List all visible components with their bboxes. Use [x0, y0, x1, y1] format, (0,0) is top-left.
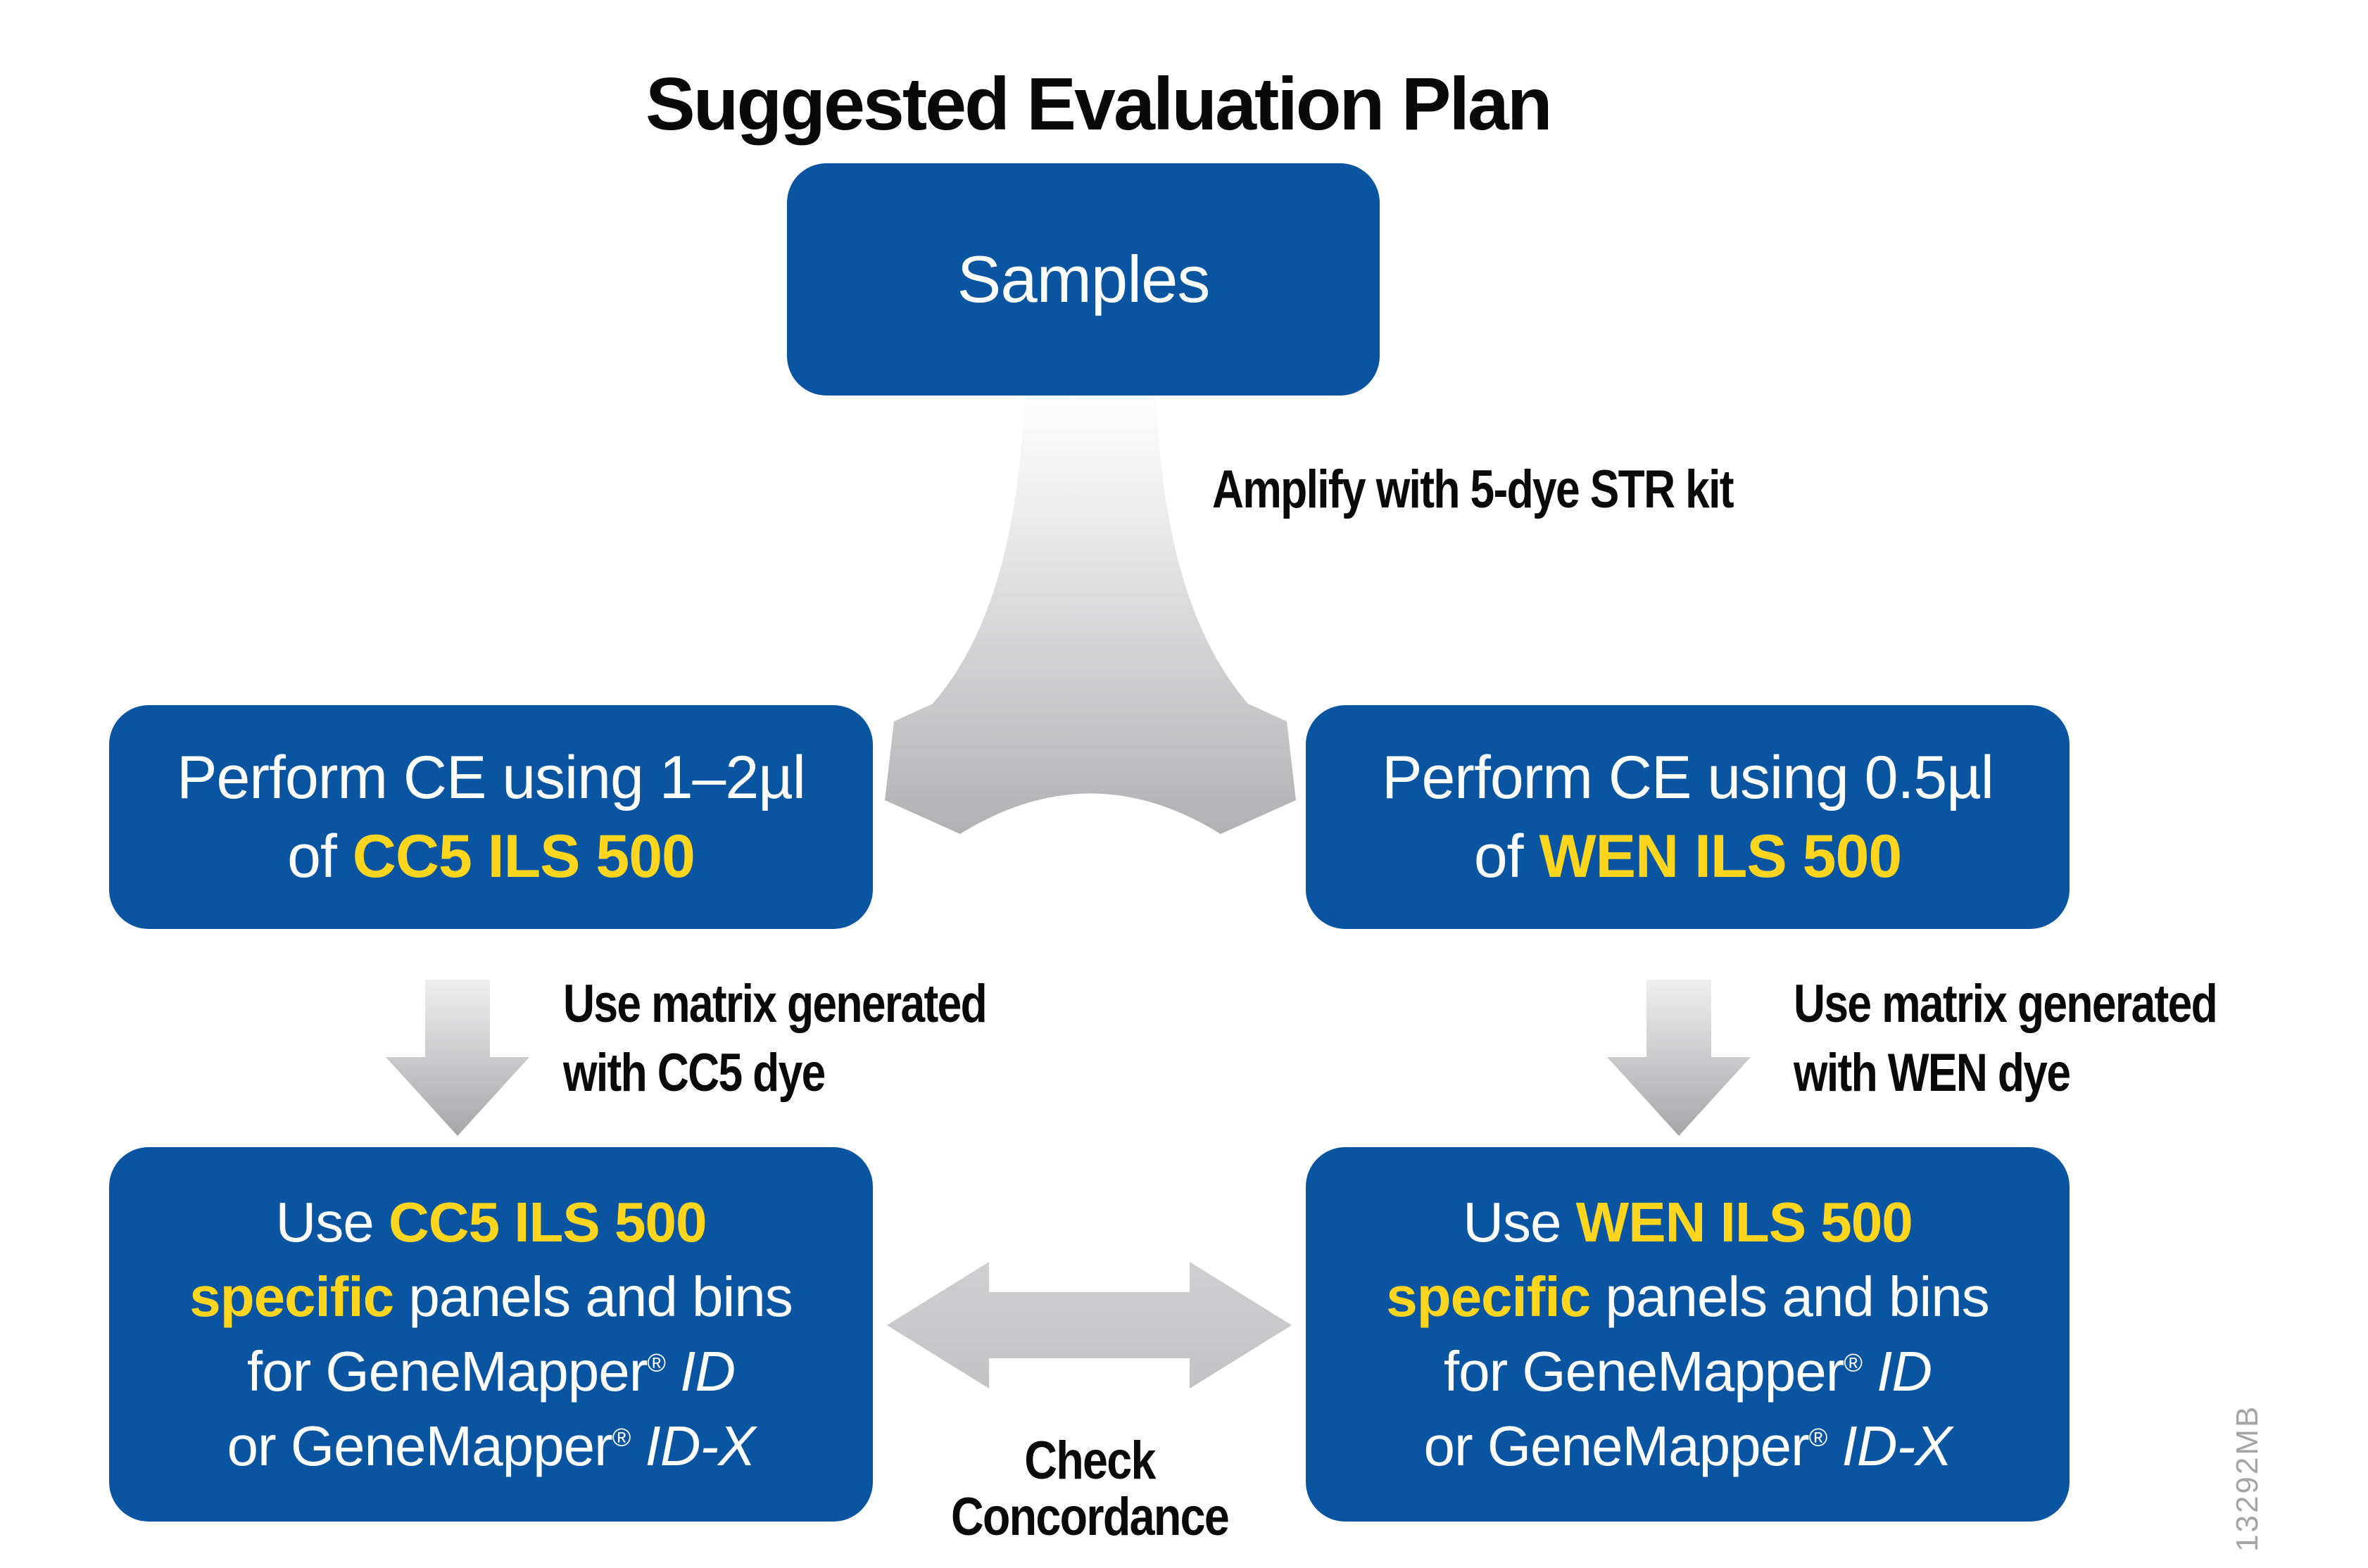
panels-right-l4-product: ID-X [1827, 1415, 1953, 1477]
panels-right-l2-highlight: specific [1386, 1265, 1591, 1328]
matrix-label-left-line2: with CC5 dye [563, 1043, 826, 1103]
ce-box-right: Perform CE using 0.5µl of WEN ILS 500 [1306, 705, 2070, 929]
panels-left-l3-product: ID [665, 1340, 736, 1403]
panels-right-l4-prefix: or GeneMapper [1423, 1415, 1809, 1477]
down-arrow-left [386, 980, 529, 1136]
panels-right-l1-prefix: Use [1463, 1191, 1576, 1253]
panels-left-line3: for GeneMapper® ID [246, 1334, 736, 1409]
split-arrow [885, 388, 1296, 834]
check-concordance-line2: Concordance [950, 1487, 1230, 1547]
panels-right-line3: for GeneMapper® ID [1444, 1334, 1932, 1409]
ce-left-line1: Perform CE using 1–2µl [177, 744, 806, 811]
panels-left-line2: specific panels and bins [189, 1260, 793, 1334]
panels-right-l1-highlight: WEN ILS 500 [1575, 1191, 1913, 1253]
ce-left-line2-highlight: CC5 ILS 500 [352, 823, 695, 890]
ce-box-left: Perform CE using 1–2µl of CC5 ILS 500 [109, 705, 873, 929]
registered-mark-icon: ® [647, 1348, 666, 1377]
panels-left-l4-prefix: or GeneMapper [227, 1415, 612, 1477]
matrix-label-left: Use matrix generated with CC5 dye [563, 970, 988, 1108]
down-arrow-right [1607, 980, 1751, 1136]
registered-mark-icon: ® [1808, 1422, 1828, 1452]
registered-mark-icon: ® [612, 1422, 631, 1452]
panels-left-l4-product: ID-X [630, 1415, 756, 1477]
registered-mark-icon: ® [1844, 1348, 1863, 1377]
page-title: Suggested Evaluation Plan [645, 63, 1553, 146]
panels-box-right: Use WEN ILS 500 specific panels and bins… [1306, 1147, 2070, 1522]
figure-number: 13292MB [2230, 1404, 2265, 1552]
samples-label: Samples [957, 242, 1211, 316]
samples-box: Samples [787, 163, 1380, 396]
ce-left-line2: of CC5 ILS 500 [287, 817, 695, 896]
panels-right-line2: specific panels and bins [1386, 1260, 1990, 1334]
matrix-label-right-line1: Use matrix generated [1794, 974, 2218, 1034]
ce-right-line2-highlight: WEN ILS 500 [1539, 823, 1902, 890]
panels-right-line4: or GeneMapper® ID-X [1423, 1409, 1953, 1484]
panels-left-l1-prefix: Use [275, 1191, 389, 1253]
panels-right-line1: Use WEN ILS 500 [1463, 1185, 1913, 1260]
ce-right-line2: of WEN ILS 500 [1473, 817, 1902, 896]
panels-left-l2-suffix: panels and bins [393, 1265, 793, 1328]
panels-left-l2-highlight: specific [189, 1265, 394, 1328]
panels-left-l1-highlight: CC5 ILS 500 [389, 1191, 707, 1253]
ce-right-line2-prefix: of [1473, 823, 1539, 890]
panels-left-l3-prefix: for GeneMapper [246, 1340, 648, 1403]
check-concordance-label: Check Concordance [910, 1433, 1269, 1545]
double-arrow [887, 1262, 1292, 1389]
panels-right-l3-product: ID [1861, 1340, 1932, 1403]
check-concordance-line1: Check [1024, 1431, 1156, 1491]
amplify-label: Amplify with 5-dye STR kit [1212, 460, 1734, 519]
ce-left-line2-prefix: of [287, 823, 353, 890]
matrix-label-left-line1: Use matrix generated [563, 974, 988, 1034]
matrix-label-right: Use matrix generated with WEN dye [1794, 970, 2218, 1108]
matrix-label-right-line2: with WEN dye [1794, 1043, 2071, 1103]
panels-right-l3-prefix: for GeneMapper [1443, 1340, 1845, 1403]
panels-right-l2-suffix: panels and bins [1590, 1265, 1989, 1328]
panels-left-line1: Use CC5 ILS 500 [276, 1185, 707, 1260]
panels-box-left: Use CC5 ILS 500 specific panels and bins… [109, 1147, 873, 1522]
panels-left-line4: or GeneMapper® ID-X [227, 1409, 755, 1484]
ce-right-line1: Perform CE using 0.5µl [1382, 744, 1994, 811]
